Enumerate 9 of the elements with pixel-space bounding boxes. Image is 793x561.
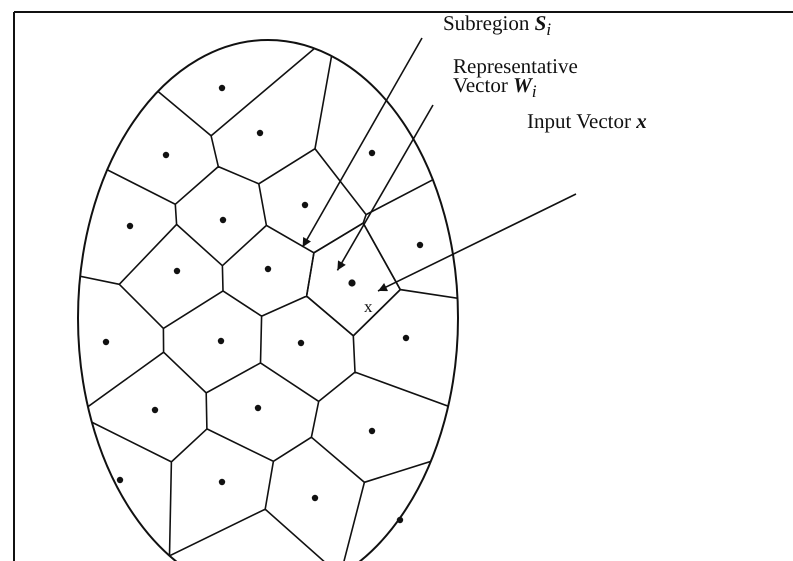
input-vector-mark: x	[364, 297, 372, 316]
callout-label: Input Vector x	[527, 112, 647, 131]
leader-arrow	[336, 104, 434, 271]
subregion-cell	[306, 222, 402, 337]
leader-arrow	[302, 38, 423, 248]
representative-dot	[348, 279, 356, 287]
leader-arrow	[378, 193, 576, 292]
callout-label: Subregion S$_{i}$	[443, 14, 552, 40]
callout-label: Representative Vector W$_{i}$	[453, 57, 603, 102]
